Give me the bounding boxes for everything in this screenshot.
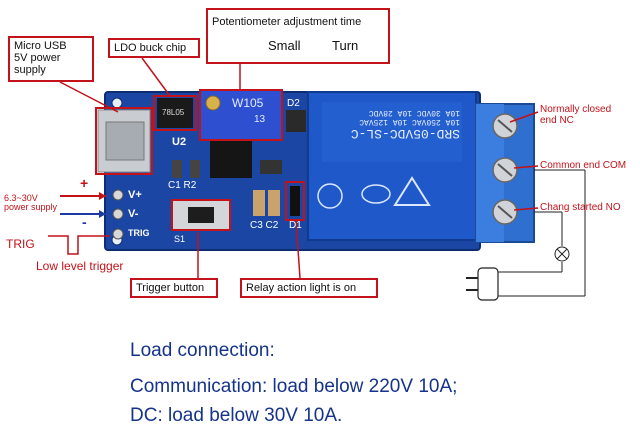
- pot-small-label: Small: [268, 38, 301, 53]
- led-highlight: [285, 181, 305, 221]
- usb-highlight: [95, 107, 153, 175]
- relay-light-callout: Relay action light is on: [240, 278, 378, 298]
- usb-callout: Micro USB 5V power supply: [8, 36, 94, 82]
- pot-callout: Potentiometer adjustment time Small Turn: [206, 8, 390, 64]
- pot-screw: [205, 95, 221, 111]
- nc-label: Normally closed end NC: [540, 104, 611, 126]
- c1r2-label: C1 R2: [168, 180, 197, 191]
- load-line-dc: DC: load below 30V 10A.: [130, 405, 343, 426]
- supply-label: 6.3~30V power supply: [4, 194, 57, 212]
- plug-icon: [466, 267, 500, 301]
- nc-line: end NC: [540, 115, 574, 126]
- d1-label: D1: [289, 220, 302, 231]
- load-title: Load connection:: [130, 340, 275, 361]
- warning-mark: [393, 176, 431, 206]
- supply-line: 6.3~30V: [4, 193, 38, 203]
- pot-label: W105: [232, 96, 264, 110]
- usb-callout-line: supply: [14, 64, 46, 76]
- pot-sub-label: 13: [254, 114, 266, 125]
- low-level-trigger-label: Low level trigger: [36, 259, 124, 273]
- ldo-callout: LDO buck chip: [108, 38, 200, 58]
- trigger-waveform: [48, 235, 110, 255]
- pin-trig-label: TRIG: [128, 228, 150, 238]
- pot-callout-title: Potentiometer adjustment time: [212, 16, 362, 28]
- relay-model: SRD-05VDC-SL-C: [350, 126, 460, 141]
- com-label: Common end COM: [540, 160, 627, 171]
- plus-label: +: [80, 175, 89, 191]
- ldo-highlight: [153, 95, 197, 131]
- nc-line: Normally closed: [540, 104, 612, 115]
- pin-vplus-label: V+: [128, 189, 142, 201]
- minus-label: -: [82, 214, 87, 230]
- trigger-button-callout-text: Trigger button: [136, 282, 205, 294]
- ldo-chip: [157, 98, 193, 128]
- ldo-callout-text: LDO buck chip: [114, 42, 187, 54]
- d2-diode: [286, 110, 306, 132]
- pin-vminus-label: V-: [128, 208, 139, 220]
- d1-led: [290, 186, 300, 216]
- usb-callout-line: Micro USB: [14, 40, 67, 52]
- chip-label: 78L05: [162, 108, 185, 117]
- d2-label: D2: [287, 98, 300, 109]
- relay-rating-dc: 10A 30VDC 10A 28VDC: [368, 108, 460, 117]
- usb-callout-line: 5V power: [14, 52, 61, 64]
- trigger-button-callout: Trigger button: [130, 278, 218, 298]
- no-label: Chang started NO: [540, 202, 621, 213]
- pot-turn-label: Turn: [332, 38, 359, 53]
- relay-text: SRD-05VDC-SL-C 10A 250VAC 10A 125VAC 10A…: [326, 108, 460, 141]
- c3c2-label: C3 C2: [250, 220, 279, 231]
- trig-label: TRIG: [6, 237, 35, 251]
- relay-rating-ac: 10A 250VAC 10A 125VAC: [359, 117, 460, 126]
- ul-mark: [317, 183, 343, 209]
- bulb-icon: [554, 246, 570, 262]
- u2-label: U2: [172, 136, 187, 148]
- load-line-ac: Communication: load below 220V 10A;: [130, 376, 458, 397]
- s1-label: S1: [174, 234, 186, 244]
- ic-chip: [210, 138, 252, 178]
- relay-light-callout-text: Relay action light is on: [246, 282, 357, 294]
- mount-hole: [111, 97, 123, 109]
- supply-line: power supply: [4, 202, 58, 212]
